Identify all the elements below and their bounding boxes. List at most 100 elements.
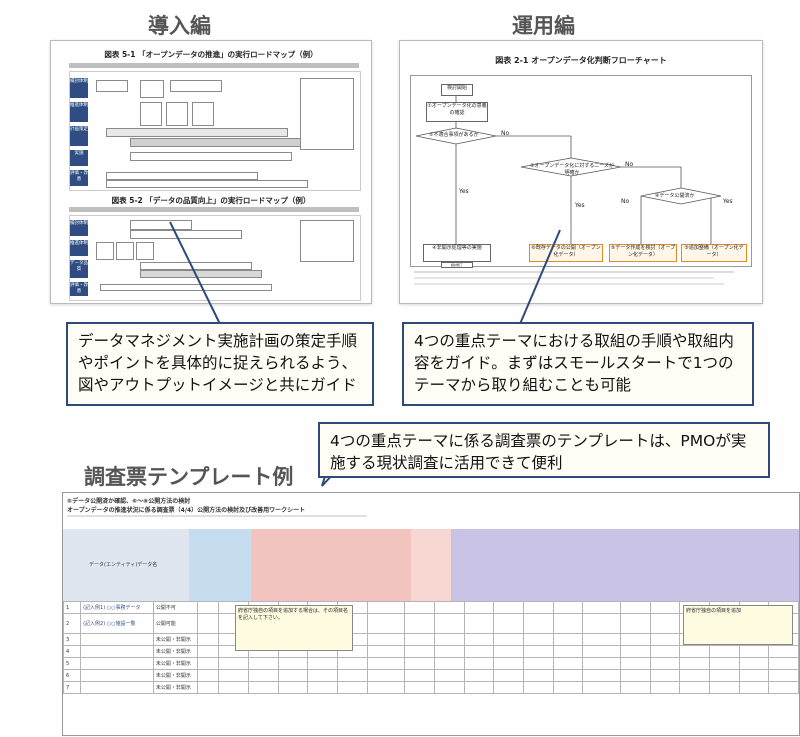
table-cell bbox=[522, 613, 554, 634]
table-cell bbox=[434, 681, 465, 694]
table-cell bbox=[493, 601, 524, 614]
table-cell bbox=[620, 657, 651, 670]
table-cell: 1 bbox=[63, 601, 82, 614]
table-cell bbox=[582, 669, 622, 682]
flow-no-label: No bbox=[625, 161, 634, 168]
roadmap2-row-label: データ品質 bbox=[70, 260, 88, 278]
flow-result-node: ⑤データ作成を検討（オープン化データ） bbox=[609, 244, 677, 262]
sheet-note-box: 府省庁独自の項目を追加する場合は、その項目名を記入して下さい。 bbox=[235, 605, 353, 651]
table-cell bbox=[768, 669, 799, 682]
sheet-column-header: データ(エンティティ)データ名 bbox=[89, 562, 158, 568]
flow-result-node: ④非開示処理等の実施 bbox=[423, 244, 491, 262]
flowchart-area: 検討開始 ①オープンデータ化の意義の確認 ②不適合事項があるか ③オープンデータ… bbox=[410, 75, 752, 268]
table-cell bbox=[768, 657, 799, 670]
intro-document-thumbnail: 図表 5-1 「オープンデータの推進」の実行ロードマップ（例） 検討体制 推進体… bbox=[50, 40, 372, 304]
roadmap-task-box bbox=[170, 80, 222, 92]
table-cell bbox=[404, 633, 436, 646]
table-cell bbox=[366, 613, 406, 634]
table-cell: (記入例1) ○○事務データ bbox=[80, 601, 154, 614]
table-cell: 4 bbox=[63, 645, 82, 658]
roadmap-fig2-title: 図表 5-2 「データの品質向上」の実行ロードマップ（例） bbox=[111, 196, 311, 205]
table-cell bbox=[552, 633, 584, 646]
table-cell bbox=[404, 613, 436, 634]
roadmap-notes-box bbox=[300, 220, 354, 262]
table-cell bbox=[336, 657, 368, 670]
table-cell bbox=[366, 681, 406, 694]
sheet-header-col-pink bbox=[411, 529, 451, 601]
table-cell: 7 bbox=[63, 681, 82, 694]
table-cell bbox=[307, 681, 338, 694]
roadmap-task-bar bbox=[130, 230, 242, 239]
flow-yes-label: Yes bbox=[575, 202, 585, 209]
roadmap2-row-label: 推進体制 bbox=[70, 240, 88, 256]
roadmap-task-bar bbox=[106, 172, 258, 180]
table-cell bbox=[649, 681, 681, 694]
table-cell bbox=[80, 681, 154, 694]
table-cell bbox=[463, 613, 495, 634]
table-cell: 未公開・非開示 bbox=[152, 681, 198, 694]
table-cell bbox=[404, 601, 436, 614]
table-cell bbox=[247, 669, 279, 682]
table-cell bbox=[552, 657, 584, 670]
flowchart-title: 図表 2-1 オープンデータ化判断フローチャート bbox=[495, 56, 667, 65]
table-cell: 未公開・非開示 bbox=[152, 669, 198, 682]
roadmap-task-bar bbox=[100, 284, 272, 291]
table-cell bbox=[434, 645, 465, 658]
footnote-line bbox=[414, 277, 714, 279]
roadmap-task-box bbox=[140, 102, 162, 126]
table-cell bbox=[738, 645, 770, 658]
roadmap2-row-label: 評価・改善 bbox=[70, 282, 88, 296]
table-cell bbox=[307, 669, 338, 682]
sheet-header-col-pink bbox=[251, 529, 411, 601]
flowchart-connectors bbox=[415, 94, 722, 262]
roadmap-task-bar bbox=[106, 180, 308, 188]
flow-end-node: 検討終了 bbox=[441, 262, 473, 268]
table-cell bbox=[620, 669, 651, 682]
table-cell bbox=[738, 657, 770, 670]
table-cell bbox=[709, 669, 740, 682]
roadmap-task-box bbox=[96, 242, 114, 260]
table-cell bbox=[493, 633, 524, 646]
table-cell bbox=[434, 633, 465, 646]
table-cell: (記入例2) ○○施設一覧 bbox=[80, 613, 154, 634]
table-cell bbox=[434, 669, 465, 682]
table-cell bbox=[649, 669, 681, 682]
table-cell bbox=[434, 613, 465, 634]
table-cell bbox=[366, 633, 406, 646]
roadmap-task-box bbox=[192, 102, 214, 126]
template-heading: 調査票テンプレート例 bbox=[84, 465, 294, 489]
flow-decision-label: ④データ公開済か bbox=[655, 193, 695, 199]
roadmap2-timeline bbox=[69, 207, 359, 212]
table-row: 7 未公開・非開示 bbox=[63, 681, 799, 694]
table-cell bbox=[336, 669, 368, 682]
operation-callout: 4つの重点テーマにおける取組の手順や取組内容をガイド。まずはスモールスタートで1… bbox=[402, 322, 754, 406]
table-cell bbox=[493, 681, 524, 694]
table-cell bbox=[522, 601, 554, 614]
table-cell bbox=[247, 657, 279, 670]
table-cell bbox=[582, 645, 622, 658]
table-cell bbox=[582, 657, 622, 670]
flow-no-label: No bbox=[621, 198, 630, 205]
flow-yes-label: Yes bbox=[723, 198, 733, 205]
table-cell bbox=[434, 657, 465, 670]
table-cell: 未公開・非開示 bbox=[152, 657, 198, 670]
roadmap-task-box bbox=[96, 80, 128, 92]
table-cell bbox=[277, 681, 309, 694]
table-cell bbox=[218, 657, 249, 670]
flow-step-node: ①オープンデータ化の意義の確認 bbox=[426, 102, 488, 122]
table-cell bbox=[463, 657, 495, 670]
table-cell bbox=[620, 613, 651, 634]
table-cell bbox=[552, 601, 584, 614]
table-cell bbox=[493, 657, 524, 670]
table-cell bbox=[709, 681, 740, 694]
table-cell bbox=[552, 613, 584, 634]
table-cell bbox=[738, 681, 770, 694]
table-cell bbox=[218, 681, 249, 694]
table-cell bbox=[738, 669, 770, 682]
table-cell bbox=[463, 601, 495, 614]
table-cell bbox=[522, 633, 554, 646]
roadmap-task-bar bbox=[140, 262, 252, 270]
